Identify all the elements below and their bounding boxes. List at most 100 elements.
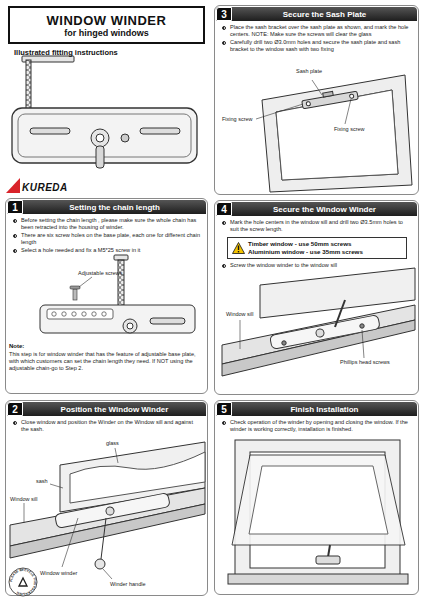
recycle-text: PLEASE RECYCLE THIS PACKAGING [9,568,37,596]
instruction-text: Carefully drill two Ø3.0mm holes and sec… [230,39,400,52]
part-label: Sash plate [296,68,322,74]
secure-winder-figure [222,268,415,376]
part-label: Adjustable screws [78,270,122,276]
instruction-list: Place the sash bracket over the sash pla… [221,24,413,54]
position-figure [95,559,105,569]
position-figure [55,493,171,529]
secure-winder-figure [362,330,364,358]
sash-plate-figure [349,94,354,99]
bullet-icon [13,421,17,425]
secure-winder-figure [360,324,364,328]
winder-overview [26,60,31,110]
instruction-text: Before setting the chain length , please… [21,217,196,230]
secure-winder-figure [270,315,381,350]
step-panel: Finish InstallationCheck operation of th… [214,400,419,595]
warning-icon [233,243,245,254]
part-label: Illustrated fitting instructions [14,49,118,58]
chain-length-figure [40,255,195,333]
bullet-icon [13,234,17,238]
secure-winder-figure [240,320,241,349]
finish-figure [316,556,340,564]
warning-text: Timber window - use 50mm screws [248,240,402,248]
instruction-list: Close window and position the Winder on … [12,419,202,434]
chain-length-figure [123,319,137,333]
instruction-item: There are six screw holes on the base pl… [12,232,202,246]
winder-overview [140,128,180,134]
note-text: This step is for window winder that has … [9,351,204,372]
title-text: WINDOW WINDER [47,13,167,28]
instruction-list: Before setting the chain length , please… [12,217,202,255]
winder-overview [121,134,129,142]
step-number-text: 1 [12,202,18,213]
recycle-logo: PLEASE RECYCLE THIS PACKAGING [8,567,38,597]
bullet-icon [222,421,226,425]
step-heading: Finish Installation [290,405,358,414]
instruction-list: Check operation of the winder by opening… [221,419,413,434]
bullet-icon [222,264,226,268]
instruction-text: Select a hole needed and fix a M5*25 scr… [21,247,140,253]
position-figure [62,518,78,567]
part-label: glass [106,440,119,446]
winder-overview [12,56,197,168]
chain-length-figure [73,289,77,300]
step-number-text: 3 [221,9,227,20]
step-number-text: 4 [221,204,227,215]
sash-plate-figure [256,80,351,124]
step-heading: Position the Window Winder [61,405,169,414]
sash-plate-figure [323,91,334,97]
finish-figure [228,440,408,584]
position-figure [101,518,106,559]
position-figure [55,493,171,529]
chain-length-figure [150,318,185,324]
secure-winder-figure [270,315,381,350]
recycle-text: PLEASE RECYCLE THIS PACKAGING [9,568,37,596]
sash-plate-figure [262,75,412,192]
bullet-icon [13,249,17,253]
chain-length-figure [114,255,128,260]
kureda-logo-mark [6,178,20,193]
instruction-text: There are six screw holes on the base pl… [21,232,200,245]
step-number: 5 [216,402,232,416]
position-figure [10,504,205,558]
step-number-text: 5 [221,404,227,415]
finish-figure [328,545,330,557]
chain-length-figure [47,309,113,319]
chain-length-figure [62,312,66,316]
recycle-logo [19,578,27,586]
instruction-item: Before setting the chain length , please… [12,217,202,231]
winder-overview [96,146,104,168]
chain-length-figure [127,323,133,329]
part-label: Window winder [40,570,77,576]
part-label: Winder handle [110,581,145,587]
chain-length-figure [118,260,124,306]
position-figure [103,569,112,579]
secure-winder-figure [315,328,324,337]
instruction-item: Carefully drill two Ø3.0mm holes and sec… [221,39,413,53]
sash-plate-figure [256,75,412,192]
position-figure [50,484,63,488]
position-figure [24,503,25,523]
secure-winder-figure [335,300,345,327]
chain-length-figure [52,312,56,316]
instruction-text: Mark the hole centers in the window sill… [230,219,403,232]
step-number: 1 [7,200,23,214]
warning-icon [238,251,239,252]
position-figure [10,442,205,579]
step-heading: Secure the Sash Plate [283,10,367,19]
secure-winder-figure [240,320,364,358]
header-band: Finish Installation [216,402,417,416]
warning-icon [238,246,239,251]
part-label: Window sill [10,496,38,502]
instruction-item: Check operation of the winder by opening… [221,419,413,433]
instruction-text: Close window and position the Winder on … [21,419,193,432]
bullet-icon [222,26,226,30]
part-label: Fixing screw [222,116,253,122]
bullet-icon [222,41,226,45]
sash-plate-figure [345,99,351,124]
step-panel: Secure the Window WinderMark the hole ce… [214,200,419,395]
header-band: Setting the chain length [7,200,206,214]
instruction-list: Screw the window winder to the window si… [221,262,413,270]
title-text: for hinged windows [64,28,149,38]
kureda-logo-mark [6,178,20,193]
